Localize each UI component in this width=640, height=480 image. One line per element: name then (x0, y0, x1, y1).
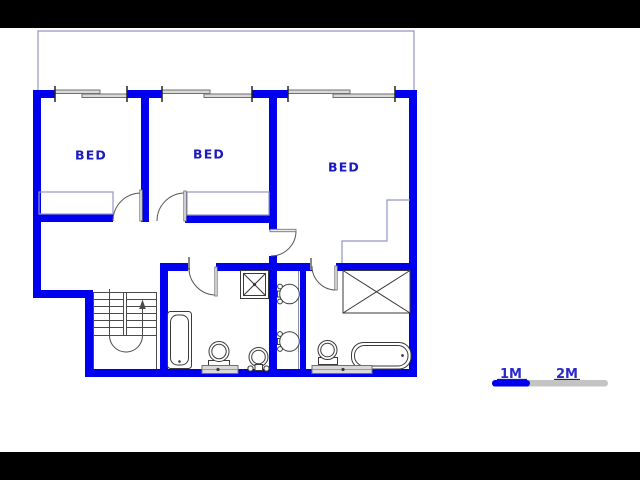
toilet-2 (317, 340, 338, 365)
thin-outlines (38, 191, 410, 263)
room-label-bed-1: BED (75, 148, 107, 163)
wall-stairs-left (85, 290, 93, 377)
window-3-pane-b (332, 93, 396, 98)
wall-bottom-sill-1 (202, 373, 238, 377)
stairs-frame (93, 292, 157, 369)
wall-bath1-left (160, 263, 168, 377)
door-bed1-arc (112, 192, 142, 222)
stair-direction-arrowhead (139, 299, 146, 309)
window-1-pane-b (81, 93, 128, 98)
wall-hall-seg-4 (336, 263, 410, 271)
window-2-pane-b (203, 93, 253, 98)
scale-bar: 1M 2M (492, 367, 608, 387)
bed3-step-outline (341, 199, 410, 263)
door-ensuite-leaf (334, 265, 338, 291)
bed-outline-2 (186, 191, 270, 216)
door-bed2-leaf (183, 190, 187, 222)
staircase (93, 289, 157, 369)
stair-direction-uturn (109, 335, 143, 353)
window-1-pane-a (54, 89, 101, 94)
wall-top-seg-3 (252, 90, 288, 98)
wall-bottom-seg-1 (85, 369, 202, 377)
wall-vanity-right (300, 263, 306, 377)
windows-top (54, 86, 396, 102)
wall-top-seg-4 (395, 90, 417, 98)
wall-divider-bed1-bed2 (141, 98, 149, 222)
scale-label-2m: 2M (556, 367, 578, 382)
door-bath1-arc (188, 267, 217, 296)
wall-bottom-sill-2 (312, 373, 372, 377)
door-ensuite-arc (311, 265, 337, 291)
scale-bar-blue-segment (492, 380, 530, 387)
window-bottom-1-dot (216, 367, 220, 372)
door-bed3-arc (270, 230, 297, 257)
room-label-bed-2: BED (193, 147, 225, 162)
vanity-fixtures (277, 271, 300, 369)
windows-bottom (201, 365, 373, 374)
wall-right (409, 90, 417, 377)
wall-bed2-bottom (185, 215, 277, 223)
basin-2 (277, 331, 300, 352)
wall-divider-bed2-bed3-upper (269, 98, 277, 230)
window-bottom-2-dot (341, 367, 345, 372)
wall-hall-seg-1 (160, 263, 188, 271)
bed-outline-1 (38, 191, 114, 215)
door-bed1-leaf (139, 189, 143, 222)
bidet (247, 347, 270, 372)
wall-bed1-bottom (33, 214, 113, 222)
wall-bottom-seg-3 (372, 369, 417, 377)
shower-tray (240, 270, 269, 299)
wall-divider-lower (269, 256, 277, 377)
walls (33, 90, 417, 377)
wall-top-seg-1 (33, 90, 55, 98)
wall-bottom-seg-2 (238, 369, 312, 377)
bathtub-2 (351, 342, 412, 370)
ensuite-fixtures (317, 270, 412, 370)
wall-lowleft-horizontal (33, 290, 93, 298)
wardrobe (342, 270, 411, 314)
wall-hall-seg-3 (277, 263, 312, 271)
door-bed3-leaf (269, 228, 297, 233)
wall-hall-seg-2 (216, 263, 277, 271)
room-label-bed-3: BED (328, 160, 360, 175)
door-bath1-leaf (214, 266, 218, 297)
bathroom-1-fixtures (167, 270, 270, 372)
wall-left (33, 90, 41, 298)
wall-top-seg-2 (127, 90, 162, 98)
basin-1 (277, 283, 300, 305)
scale-label-1m: 1M (500, 367, 522, 382)
window-2-pane-a (161, 89, 211, 94)
door-bed2-arc (156, 192, 186, 222)
toilet-1 (208, 341, 230, 367)
window-3-pane-a (287, 89, 351, 94)
roof-outline (37, 30, 415, 92)
doors (112, 189, 338, 297)
bathtub-1 (167, 311, 192, 369)
